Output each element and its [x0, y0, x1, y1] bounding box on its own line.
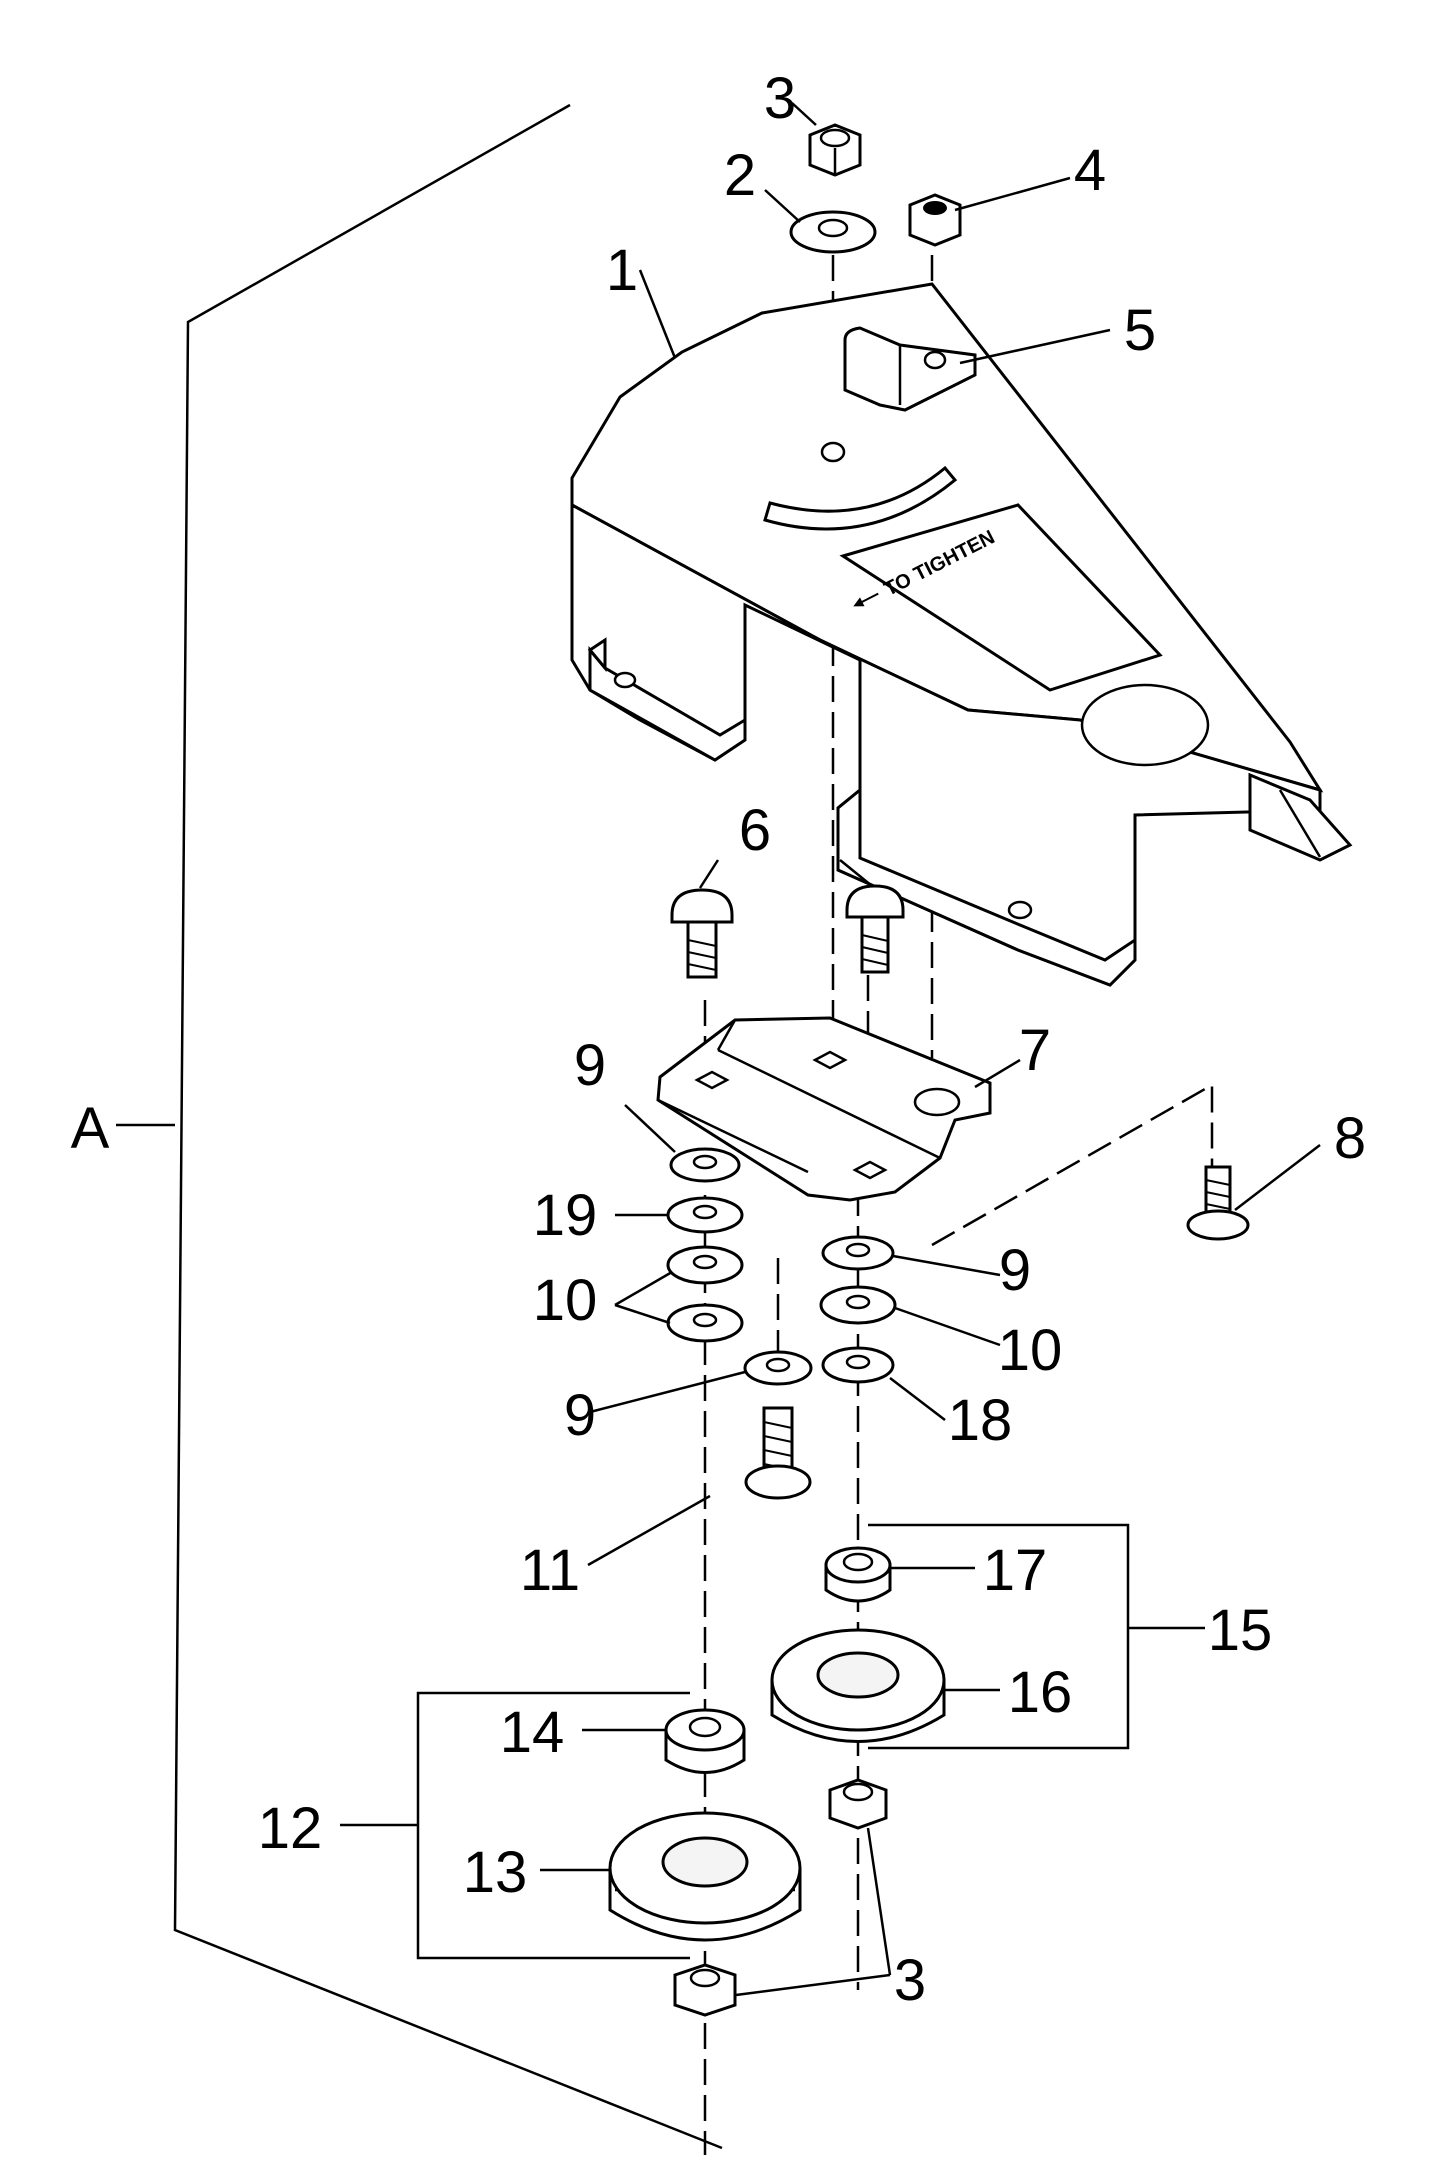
callout-3-bottom: 3 — [894, 1948, 926, 2013]
part-4-flange-nut — [908, 193, 962, 247]
assembly-12-bracket — [340, 1691, 690, 1960]
part-17-bearing — [824, 1546, 892, 1603]
callout-labels: 3 2 4 1 5 6 7 9 8 A 19 10 9 10 9 18 11 1… — [71, 66, 1366, 2013]
callout-11: 11 — [520, 1538, 580, 1603]
part-3-hex-nut-right — [828, 1778, 888, 1830]
callout-17: 17 — [983, 1538, 1048, 1603]
callout-8: 8 — [1334, 1106, 1366, 1171]
callout-14: 14 — [500, 1700, 565, 1765]
part-6-carriage-bolt-left — [670, 888, 734, 979]
part-7-adjuster-plate — [656, 1016, 992, 1202]
callout-10-right: 10 — [998, 1318, 1063, 1383]
part-14-bearing — [664, 1708, 746, 1774]
assembly-15-bracket — [868, 1523, 1205, 1750]
callout-10-left: 10 — [533, 1268, 598, 1333]
callout-19: 19 — [533, 1183, 598, 1248]
part-10-washer-left-a — [666, 1245, 744, 1285]
part-6-carriage-bolt-right — [845, 884, 905, 974]
callout-13: 13 — [463, 1840, 528, 1905]
part-3-hex-nut-top — [808, 123, 862, 177]
part-9-washer-lower — [743, 1350, 813, 1386]
part-10-washer-left-b — [666, 1303, 744, 1343]
callout-1: 1 — [606, 238, 638, 303]
leader-lines — [540, 102, 1321, 1997]
callout-6: 6 — [739, 798, 771, 863]
callout-5: 5 — [1124, 298, 1156, 363]
part-10-washer-right — [819, 1285, 897, 1325]
callout-9-left: 9 — [574, 1033, 606, 1098]
callout-assembly-a: A — [71, 1096, 110, 1161]
part-3-hex-nut-bottom — [673, 1963, 737, 2017]
part-19-washer — [666, 1196, 744, 1234]
callout-4: 4 — [1074, 138, 1106, 203]
part-16-pulley — [770, 1628, 946, 1743]
callout-18: 18 — [948, 1388, 1013, 1453]
callout-15: 15 — [1208, 1598, 1273, 1663]
callout-7: 7 — [1019, 1018, 1051, 1083]
part-18-washer — [821, 1346, 895, 1384]
part-1-mounting-bracket: TO TIGHTEN — [570, 282, 1353, 987]
part-13-pulley — [608, 1811, 802, 1942]
tighten-decal — [839, 503, 1163, 692]
callout-2: 2 — [724, 143, 756, 208]
part-8-flange-bolt — [1186, 1165, 1250, 1241]
callout-3-top: 3 — [764, 66, 796, 131]
part-5-tab — [843, 326, 977, 412]
part-9-washer-left — [669, 1147, 741, 1183]
callout-12: 12 — [258, 1796, 323, 1861]
callout-16: 16 — [1008, 1660, 1073, 1725]
part-11-bolt — [744, 1406, 812, 1500]
callout-9-right: 9 — [999, 1238, 1031, 1303]
part-9-washer-right — [821, 1235, 895, 1271]
assembly-a-bracket — [116, 103, 723, 2150]
part-2-lock-washer — [789, 210, 877, 254]
callout-9-lower: 9 — [564, 1383, 596, 1448]
